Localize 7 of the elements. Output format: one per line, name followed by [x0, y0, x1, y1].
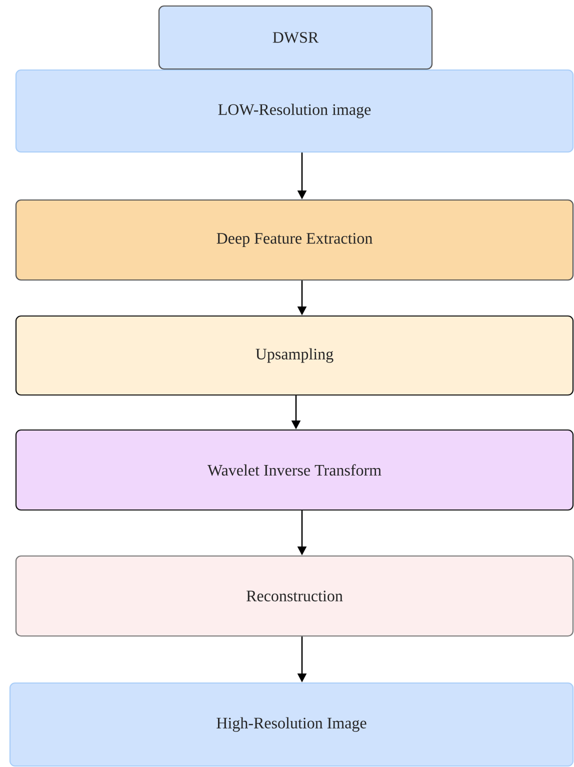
process-box: Wavelet Inverse Transform: [15, 429, 574, 511]
process-box: Reconstruction: [15, 555, 574, 637]
input-box: LOW-Resolution image: [15, 69, 574, 153]
process-box: Upsampling: [15, 315, 574, 396]
output-box: High-Resolution Image: [9, 682, 574, 767]
process-box: Deep Feature Extraction: [15, 199, 574, 281]
title-box: DWSR: [158, 5, 433, 70]
